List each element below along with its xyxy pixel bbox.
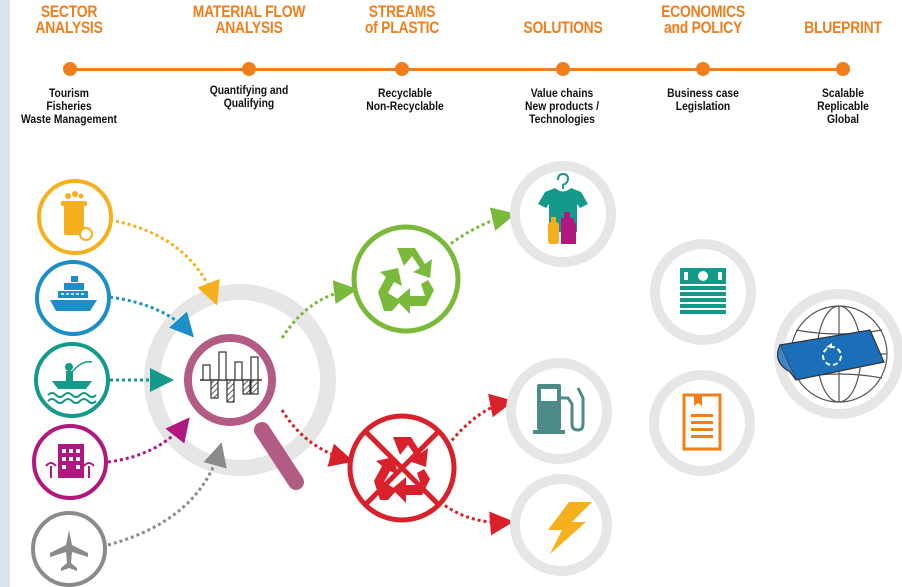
lightning-energy-icon (510, 474, 612, 576)
stage-title-blueprint: BLUEPRINT (804, 18, 882, 37)
left-edge-strip (0, 0, 10, 587)
flow-arrow-to-recyclable (280, 280, 358, 339)
money-stack-icon (650, 239, 756, 345)
flow-arrow-to-energy (439, 500, 514, 536)
clothing-products-icon (510, 161, 616, 267)
timeline-dot (556, 62, 570, 76)
fuel-pump-icon (506, 358, 612, 464)
cruise-ship-icon (35, 260, 111, 336)
recycle-icon (351, 224, 461, 334)
flow-arrow-to-products (445, 207, 516, 249)
airplane-icon (31, 511, 107, 587)
timeline-dot (63, 62, 77, 76)
hotel-icon (32, 424, 108, 500)
document-icon (649, 370, 755, 476)
flow-arrow-to-fuel (446, 393, 514, 446)
waste-bin-icon (37, 179, 113, 255)
timeline-line (68, 68, 844, 71)
non-recyclable-icon (347, 413, 457, 523)
timeline-dot (242, 62, 256, 76)
globe-blueprint-icon (774, 289, 902, 419)
magnifier-chart-icon (184, 334, 304, 490)
fishing-boat-icon (34, 342, 110, 418)
timeline-dot (696, 62, 710, 76)
flow-arrow-waste (109, 218, 220, 306)
flow-arrow-to-non-recyclable (280, 409, 354, 467)
stage-title-solutions: SOLUTIONS (523, 18, 603, 37)
timeline-dot (395, 62, 409, 76)
timeline-dot (836, 62, 850, 76)
flow-arrow-airplane (107, 442, 227, 547)
flow-arrow-cruise (109, 295, 194, 338)
